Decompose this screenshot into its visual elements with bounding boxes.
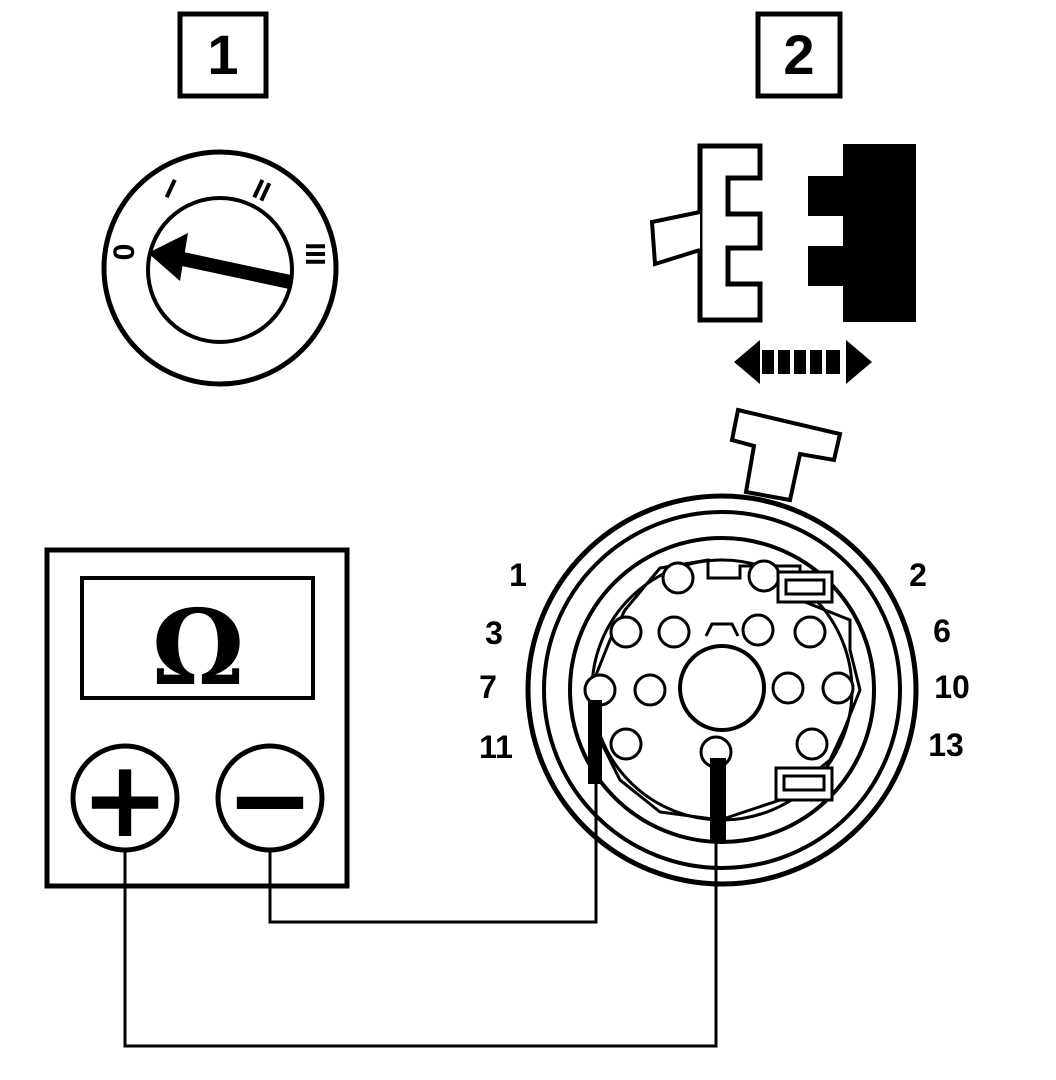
step-1-number: 1 [207, 23, 238, 86]
double-arrow-icon [734, 340, 872, 384]
test-probes [588, 700, 726, 842]
round-connector: 1 2 3 6 7 10 11 13 [479, 407, 970, 887]
pin-label-13: 13 [928, 727, 964, 763]
pin-label-10: 10 [934, 669, 970, 705]
ohmmeter-display [80, 576, 315, 700]
ignition-switch: 0 I II III [101, 149, 339, 387]
pin-label-11: 11 [479, 729, 513, 765]
connector-separation-illustration [649, 143, 916, 384]
pin-label-6: 6 [933, 613, 951, 649]
pin-label-3: 3 [485, 615, 503, 651]
ohm-symbol: Ω [152, 586, 245, 709]
negative-lead [268, 784, 598, 924]
step-2-label-box: 2 [755, 11, 843, 99]
positive-lead [123, 842, 718, 1048]
switch-pointer-arrow-icon [148, 233, 292, 289]
step-1-label-box: 1 [177, 11, 269, 99]
positive-terminal-symbol: + [81, 738, 170, 861]
switch-position-0: 0 [108, 244, 141, 261]
ohmmeter: Ω + − [44, 547, 350, 889]
pin-label-2: 2 [909, 557, 927, 593]
probe-pin-center [710, 758, 726, 842]
pin-label-7: 7 [479, 669, 497, 705]
switch-position-iii: III [300, 242, 331, 265]
center-hole [678, 644, 766, 732]
connector-pin-holes [583, 559, 855, 769]
probe-pin-7 [588, 700, 602, 784]
pin-label-1: 1 [509, 557, 527, 593]
step-2-number: 2 [783, 23, 814, 86]
negative-terminal-symbol: − [226, 738, 315, 861]
test-leads [123, 784, 718, 1048]
